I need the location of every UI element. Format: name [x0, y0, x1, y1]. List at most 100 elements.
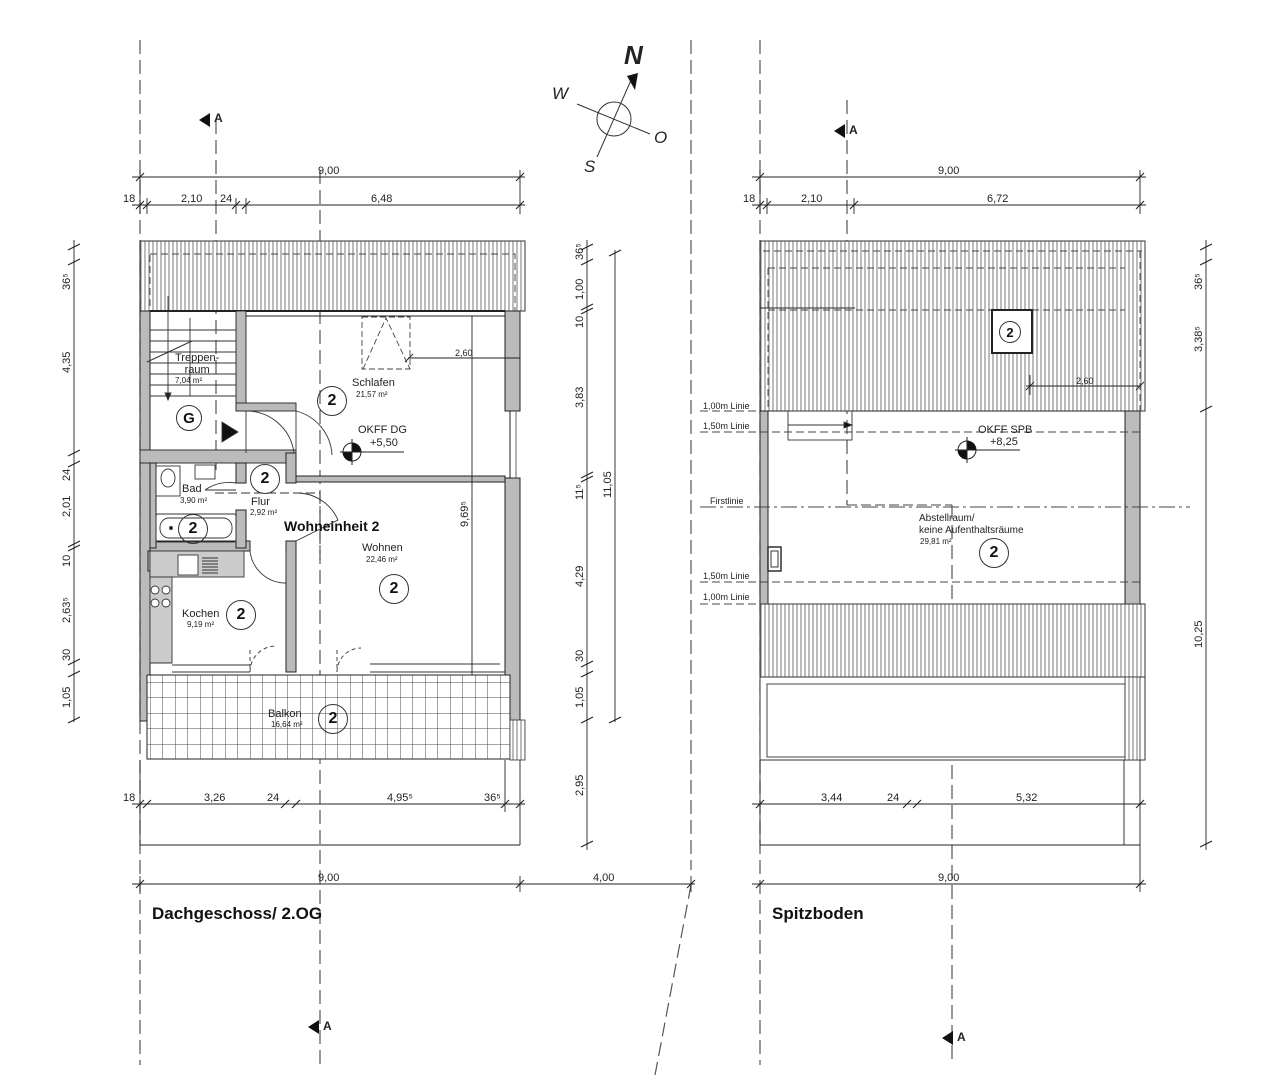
entry-arrow-icon	[221, 421, 239, 443]
vdim-left: 2,01	[61, 495, 73, 517]
dim-left-seg: 18	[123, 193, 136, 205]
dim-left-seg: 24	[220, 193, 233, 205]
dim-bottom-seg: 18	[123, 792, 136, 804]
room-label-balkon: Balkon	[268, 708, 302, 720]
skylight-outline	[361, 316, 411, 370]
dim-right-seg: 6,72	[987, 193, 1009, 205]
vdim-right: 1,00	[574, 278, 586, 300]
vdim-right: 11⁵	[574, 484, 586, 500]
vdim-right: 3,83	[574, 386, 586, 408]
room-label-wohnen: Wohnen	[362, 542, 403, 554]
vdim-right: 30	[574, 649, 586, 662]
line-label-150-bottom: 1,50m Linie	[703, 571, 750, 581]
room-label-abstellraum-note: keine Aufenthaltsräume	[919, 525, 1024, 536]
dim-left-total: 9,00	[318, 165, 340, 177]
section-marker-label: A	[214, 111, 223, 125]
dim-right-bottom-seg: 24	[887, 792, 900, 804]
vdim-left: 30	[61, 648, 73, 661]
dim-window-width-right: 2,60	[1076, 376, 1094, 386]
room-area-wohnen: 22,46 m²	[366, 555, 398, 564]
room-label-flur: Flur	[251, 496, 270, 508]
level-label-right: OKFF SPB	[978, 424, 1033, 436]
section-marker-label: A	[849, 123, 858, 137]
vdim-left: 24	[61, 468, 73, 481]
left-bottom-dims	[132, 760, 696, 892]
left-right-dims	[580, 240, 622, 850]
vdim-left: 2,63⁵	[61, 597, 73, 623]
left-side-dims	[67, 240, 81, 724]
roof-hatch-lower	[759, 603, 1146, 678]
compass-icon	[576, 73, 651, 158]
compass-east-label: O	[654, 128, 668, 147]
unit-label: Wohneinheit 2	[284, 518, 380, 534]
dim-left-seg: 6,48	[371, 193, 393, 205]
room-area-kochen: 9,19 m²	[187, 620, 215, 629]
compass-north-label: N	[624, 40, 643, 70]
level-value-right: +8,25	[990, 436, 1018, 448]
line-label-first: Firstlinie	[710, 496, 744, 506]
vdim-right: 10	[574, 315, 586, 328]
vdim-left: 10	[61, 554, 73, 567]
dim-bottom-seg: 36⁵	[484, 792, 501, 804]
room-badge-schlafen: 2	[317, 386, 347, 416]
vdim-total: 11,05	[602, 471, 614, 498]
dim-inner-height: 9,69⁵	[459, 501, 471, 527]
room-badge-kochen: 2	[226, 600, 256, 630]
right-bottom-dims	[752, 760, 1146, 892]
room-badge-treppenraum: G	[176, 405, 202, 431]
level-value-left: +5,50	[370, 437, 398, 449]
room-label-bad: Bad	[182, 483, 202, 495]
room-label-treppenraum: Treppen- raum	[175, 352, 220, 376]
roof-overhang-top	[139, 240, 526, 312]
vdim-right-plan: 3,38⁵	[1193, 326, 1205, 352]
dim-right-seg: 2,10	[801, 193, 823, 205]
line-label-150-top: 1,50m Linie	[703, 421, 750, 431]
room-badge-wohnen: 2	[379, 574, 409, 604]
plan-title-right: Spitzboden	[772, 904, 864, 923]
room-area-schlafen: 21,57 m²	[356, 390, 388, 399]
level-marker-left	[340, 439, 404, 465]
room-badge-balkon: 2	[318, 704, 348, 734]
vdim-right: 36⁵	[574, 243, 586, 260]
exterior-walls-left	[139, 310, 521, 722]
section-marker-label: A	[323, 1019, 332, 1033]
roof-hatch-upper	[759, 240, 1146, 412]
vdim-right: 2,95	[574, 774, 586, 796]
vdim-left: 1,05	[61, 686, 73, 708]
line-label-100-top: 1,00m Linie	[703, 401, 750, 411]
room-area-treppenraum: 7,04 m²	[175, 376, 203, 385]
room-badge-bad: 2	[178, 514, 208, 544]
level-label-left: OKFF DG	[358, 424, 407, 436]
dim-right-bottom-total: 9,00	[938, 872, 960, 884]
dim-window-width: 2,60	[455, 348, 473, 358]
vdim-left: 36⁵	[61, 273, 73, 290]
section-markers	[199, 113, 953, 1045]
compass-south-label: S	[584, 157, 596, 176]
dim-bottom-extra: 4,00	[593, 872, 615, 884]
right-top-dims	[752, 170, 1146, 214]
dim-left-seg: 2,10	[181, 193, 203, 205]
kitchen-counter	[149, 550, 245, 664]
vdim-left: 4,35	[61, 351, 73, 373]
room-area-bad: 3,90 m²	[180, 496, 208, 505]
line-label-100-bottom: 1,00m Linie	[703, 592, 750, 602]
room-label-kochen: Kochen	[182, 608, 220, 620]
height-lines	[700, 410, 1190, 605]
left-top-dims	[132, 170, 525, 214]
vdim-right-plan: 36⁵	[1193, 273, 1205, 290]
room-badge-abstellraum: 2	[979, 538, 1009, 568]
room-area-balkon: 16,64 m²	[271, 720, 303, 729]
dim-right-bottom-seg: 5,32	[1016, 792, 1038, 804]
balcony-outline-right	[759, 676, 1146, 761]
dim-right-seg: 18	[743, 193, 756, 205]
dim-bottom-total: 9,00	[318, 872, 340, 884]
plan-title-left: Dachgeschoss/ 2.OG	[152, 904, 323, 923]
compass-west-label: W	[552, 84, 569, 103]
vdim-right: 1,05	[574, 686, 586, 708]
room-area-abstellraum: 29,81 m²	[920, 537, 952, 546]
section-marker-label: A	[957, 1030, 966, 1044]
vdim-right-plan: 10,25	[1193, 620, 1205, 648]
room-badge-flur: 2	[250, 464, 280, 494]
window-sills	[150, 662, 505, 673]
